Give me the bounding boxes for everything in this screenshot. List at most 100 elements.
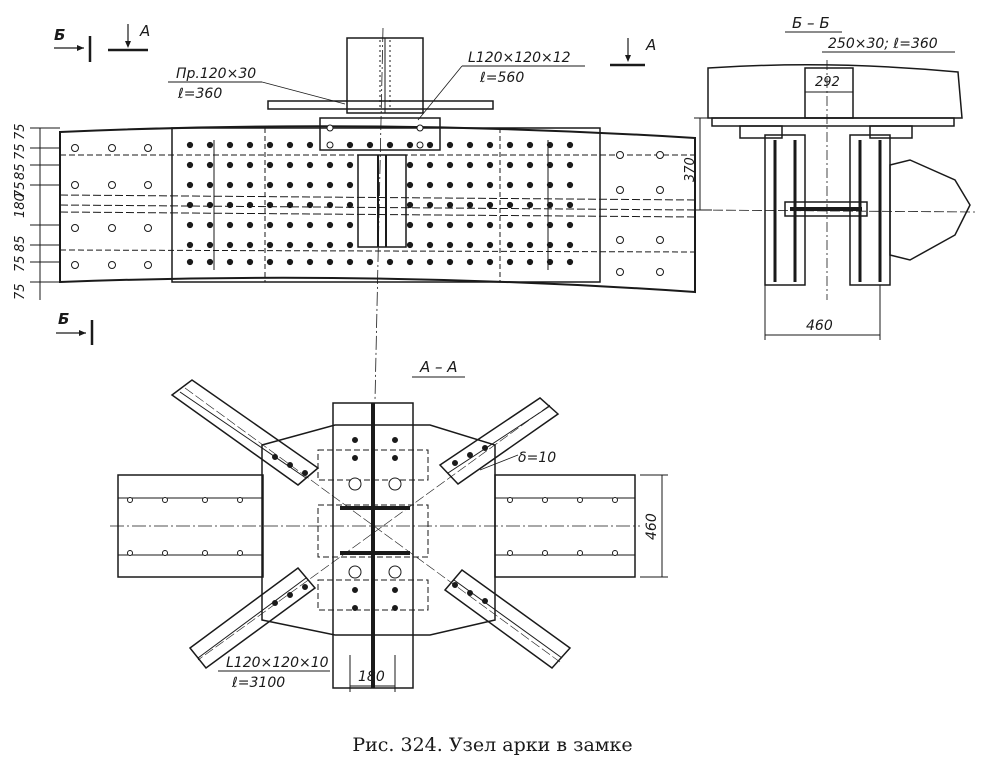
dim-75-e: 75 [13,283,28,300]
bolt [446,221,454,229]
bolt-open [616,268,624,276]
bolt [272,454,278,460]
washer-bolt [348,477,362,491]
bolt [486,181,494,189]
bolt [446,181,454,189]
bolt-open [144,144,152,152]
bolt [352,437,358,443]
bolt [386,141,394,149]
bolt [486,258,494,266]
bolt [446,241,454,249]
bolt [306,221,314,229]
bolt [526,221,534,229]
bolt [352,605,358,611]
bolt-open [202,550,208,556]
bolt-open [127,497,133,503]
bolt [186,141,194,149]
bolt [506,201,514,209]
bolt [246,141,254,149]
bolt [546,181,554,189]
bolt [566,258,574,266]
dim-292: 292 [815,75,840,90]
bolt [426,141,434,149]
section-bb-plate-label: 250×30; ℓ=360 [828,36,938,52]
bolt [526,241,534,249]
bolt-open [326,141,334,149]
washer-bolt [348,565,362,579]
section-markers: Б А А Б [54,22,656,345]
bolt [352,455,358,461]
bolt [266,181,274,189]
bolt [302,470,308,476]
bolt-open [71,181,79,189]
bolt [346,181,354,189]
bolt [306,181,314,189]
bolt [186,201,194,209]
dim-460-bb: 460 [806,318,833,334]
bolt [286,258,294,266]
bolt [306,201,314,209]
section-aa-title: А – А [419,358,458,376]
bolt [326,181,334,189]
bolt [272,600,278,606]
bolt [526,181,534,189]
bolt [266,241,274,249]
bolt [386,258,394,266]
dim-180: 180 [13,193,28,218]
bolt [266,258,274,266]
bolt-grid-dense [186,141,574,266]
bolt [406,201,414,209]
bolt-open [656,186,664,194]
bolt [326,161,334,169]
bolt [486,221,494,229]
dim-460-aa: 460 [644,513,660,540]
bolt-open [162,550,168,556]
bolt [226,141,234,149]
bolt [406,181,414,189]
top-labels: Пр.120×30 ℓ=360 L120×120×12 ℓ=560 [168,50,585,121]
bolt-open [108,181,116,189]
bolt [306,141,314,149]
bolt [206,181,214,189]
plate-length-label: ℓ=360 [177,86,222,102]
bolt [406,221,414,229]
dim-75-a: 75 [13,123,28,140]
washer-bolt [388,477,402,491]
bolt [426,258,434,266]
bolt [186,241,194,249]
bolt-open [127,550,133,556]
splice-plate [171,127,601,283]
bolt [426,161,434,169]
bolt [206,221,214,229]
bolt [266,141,274,149]
bolt [226,258,234,266]
angle-profile-label: L120×120×12 [468,50,571,66]
bolt [326,241,334,249]
bolt [506,161,514,169]
bolt [206,141,214,149]
dim-85-b: 85 [13,235,28,252]
bolt [426,221,434,229]
bolt-open [656,268,664,276]
bolt [246,161,254,169]
dim-180-aa: 180 [358,669,385,685]
bolt [466,181,474,189]
dim-85-a: 85 [13,163,28,180]
bolt [266,201,274,209]
bolt [246,221,254,229]
mark-b-bottom: Б [58,310,69,328]
bolt [206,258,214,266]
brace-length-label: ℓ=3100 [231,675,285,691]
bolt [466,201,474,209]
bolt [326,221,334,229]
bolt-open [71,144,79,152]
bolt [486,241,494,249]
bolt-open [577,550,583,556]
bolt [346,221,354,229]
bolt-open [507,550,513,556]
bolt [392,437,398,443]
bolt [246,241,254,249]
section-aa: А – А [110,358,668,692]
bolt [226,181,234,189]
